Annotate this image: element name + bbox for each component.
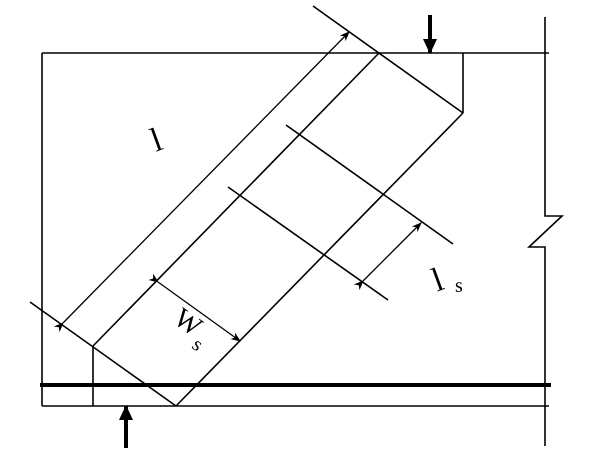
strut-bottom-boundary <box>29 301 177 407</box>
strut-right-edge <box>175 112 464 407</box>
strut-left-edge <box>92 52 380 347</box>
label-ls-main: l <box>427 261 449 299</box>
segment-line-upper <box>285 124 454 245</box>
segment-dimension-arrow <box>353 222 422 291</box>
break-line <box>526 17 565 446</box>
segment-line-lower <box>227 186 389 301</box>
label-ls-sub: s <box>455 275 463 297</box>
width-dimension-arrow <box>148 273 241 342</box>
length-dimension-arrow <box>53 31 350 333</box>
strut-top-boundary <box>312 5 464 114</box>
label-l: l <box>146 121 168 159</box>
